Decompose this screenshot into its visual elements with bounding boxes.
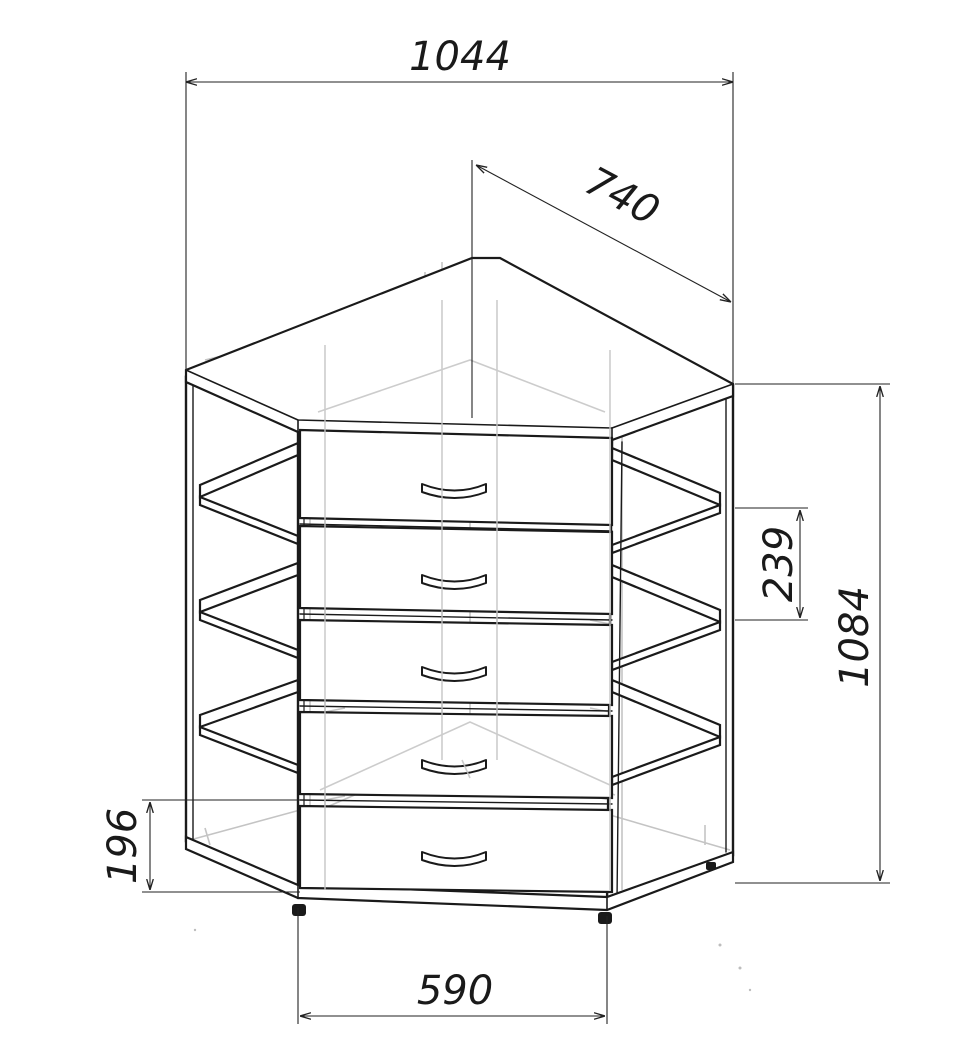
drawer-handle-icon <box>421 574 487 590</box>
drawer-handle-icon <box>421 851 487 867</box>
feet <box>292 862 716 924</box>
foot <box>706 862 716 870</box>
drawer-handle-icon <box>421 666 487 682</box>
shelves-right <box>610 446 722 787</box>
dimension-height: 1084 <box>735 383 890 884</box>
drawer-4[interactable] <box>298 710 614 805</box>
dimension-label-height: 1084 <box>832 586 878 688</box>
dimension-label-base-height: 196 <box>100 808 146 884</box>
top-panel <box>184 256 735 442</box>
dimension-label-depth: 740 <box>578 158 667 234</box>
drawer-1[interactable] <box>298 428 614 532</box>
foot <box>598 912 612 924</box>
drawer-2[interactable] <box>298 524 614 621</box>
drawers <box>298 428 614 894</box>
drawer-handle-icon <box>421 759 487 775</box>
foot <box>292 904 306 916</box>
shelves-left <box>198 441 300 775</box>
dimension-label-drawer-height: 239 <box>756 526 802 602</box>
drawer-3[interactable] <box>298 618 614 712</box>
hidden-tick <box>589 619 611 625</box>
dimension-width: 1044 <box>185 34 734 384</box>
hidden-overlay <box>317 300 611 890</box>
hidden-tick <box>324 795 346 801</box>
dimension-drawer-height: 239 <box>735 507 808 621</box>
dimension-label-front-width: 590 <box>417 968 493 1014</box>
dimension-base-height: 196 <box>100 799 300 893</box>
scan-marks <box>193 928 752 992</box>
drawer-handle-icon <box>421 483 487 499</box>
drawer-5[interactable] <box>298 804 614 894</box>
dimension-front-width: 590 <box>297 908 608 1024</box>
dimension-label-width: 1044 <box>409 34 511 80</box>
